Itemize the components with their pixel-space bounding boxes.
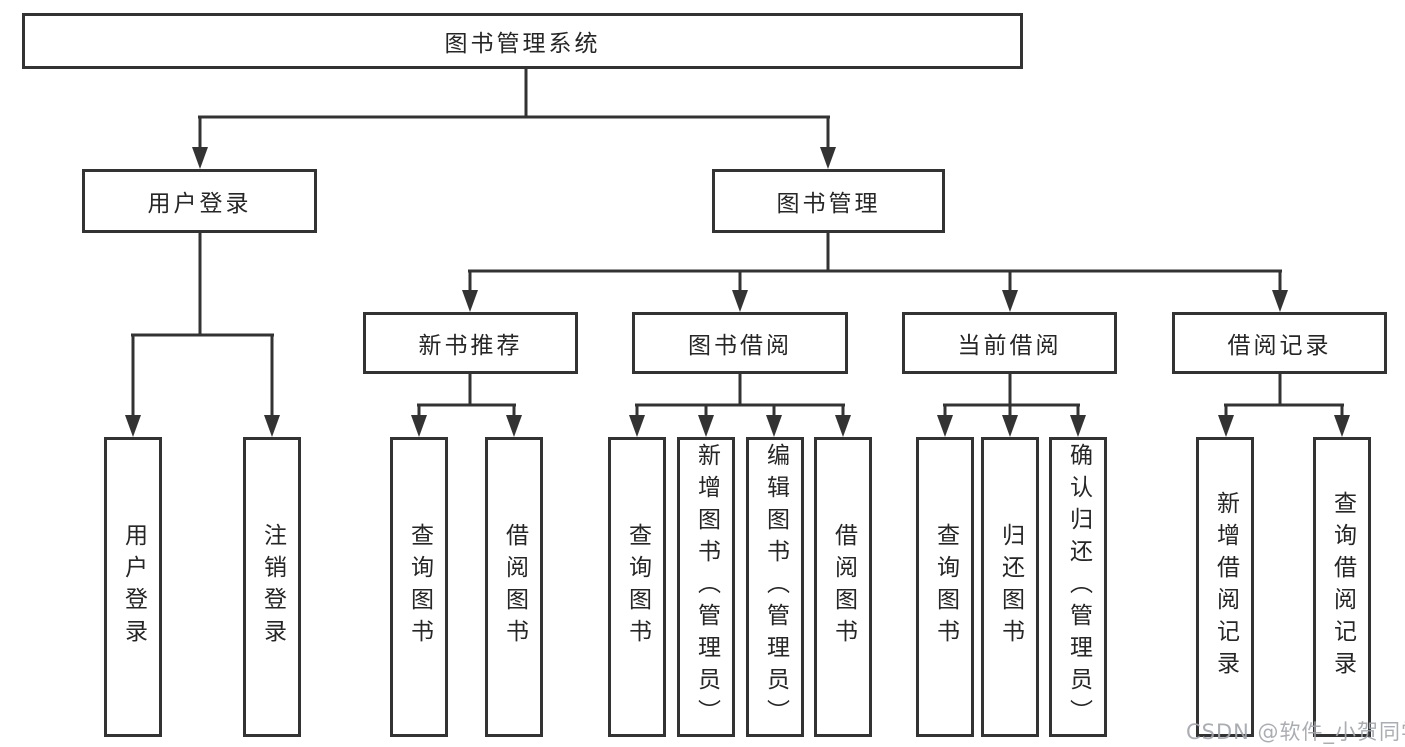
watermark: CSDN @软件_小贺同学 — [1186, 720, 1405, 744]
node-book-management-label: 图书管理 — [776, 191, 881, 217]
node-current-borrowing: 当前借阅 — [902, 312, 1117, 374]
leaf-user-login-label: 用户登录 — [120, 523, 147, 651]
node-new-book-recommend-label: 新书推荐 — [418, 333, 523, 359]
leaf-confirm-return-admin-label: 确认归还（管理员） — [1065, 443, 1092, 731]
leaf-confirm-return-admin: 确认归还（管理员） — [1049, 437, 1107, 737]
leaf-query-borrow-record-label: 查询借阅记录 — [1329, 491, 1356, 683]
leaf-query-books-recommend: 查询图书 — [390, 437, 448, 737]
leaf-add-borrow-record-label: 新增借阅记录 — [1212, 491, 1239, 683]
leaf-borrow-books-label: 借阅图书 — [830, 523, 857, 651]
node-current-borrowing-label: 当前借阅 — [957, 333, 1062, 359]
leaf-edit-book-admin-label: 编辑图书（管理员） — [762, 443, 789, 731]
leaf-borrow-books: 借阅图书 — [814, 437, 872, 737]
leaf-borrow-books-recommend-label: 借阅图书 — [501, 523, 528, 651]
arrowheads — [125, 147, 1350, 437]
leaf-query-books-recommend-label: 查询图书 — [406, 523, 433, 651]
leaf-query-books-current-label: 查询图书 — [932, 523, 959, 651]
leaf-borrow-books-recommend: 借阅图书 — [485, 437, 543, 737]
node-new-book-recommend: 新书推荐 — [363, 312, 578, 374]
node-borrowing-records: 借阅记录 — [1172, 312, 1387, 374]
leaf-return-book-label: 归还图书 — [997, 523, 1024, 651]
leaf-return-book: 归还图书 — [981, 437, 1039, 737]
leaf-logout-label: 注销登录 — [259, 523, 286, 651]
node-user-login-label: 用户登录 — [147, 191, 252, 217]
leaf-user-login: 用户登录 — [104, 437, 162, 737]
node-root-system: 图书管理系统 — [22, 13, 1023, 69]
leaf-add-book-admin-label: 新增图书（管理员） — [693, 443, 720, 731]
node-book-borrowing-label: 图书借阅 — [688, 333, 792, 359]
leaf-query-books-borrow: 查询图书 — [608, 437, 666, 737]
node-root-label: 图书管理系统 — [444, 31, 601, 57]
node-user-login: 用户登录 — [82, 169, 317, 233]
leaf-edit-book-admin: 编辑图书（管理员） — [746, 437, 804, 737]
node-book-borrowing: 图书借阅 — [632, 312, 848, 374]
leaf-query-books-borrow-label: 查询图书 — [624, 523, 651, 651]
leaf-add-book-admin: 新增图书（管理员） — [677, 437, 735, 737]
leaf-query-borrow-record: 查询借阅记录 — [1313, 437, 1371, 737]
leaf-add-borrow-record: 新增借阅记录 — [1196, 437, 1254, 737]
leaf-query-books-current: 查询图书 — [916, 437, 974, 737]
node-book-management: 图书管理 — [712, 169, 945, 233]
leaf-logout: 注销登录 — [243, 437, 301, 737]
node-borrowing-records-label: 借阅记录 — [1227, 333, 1332, 359]
